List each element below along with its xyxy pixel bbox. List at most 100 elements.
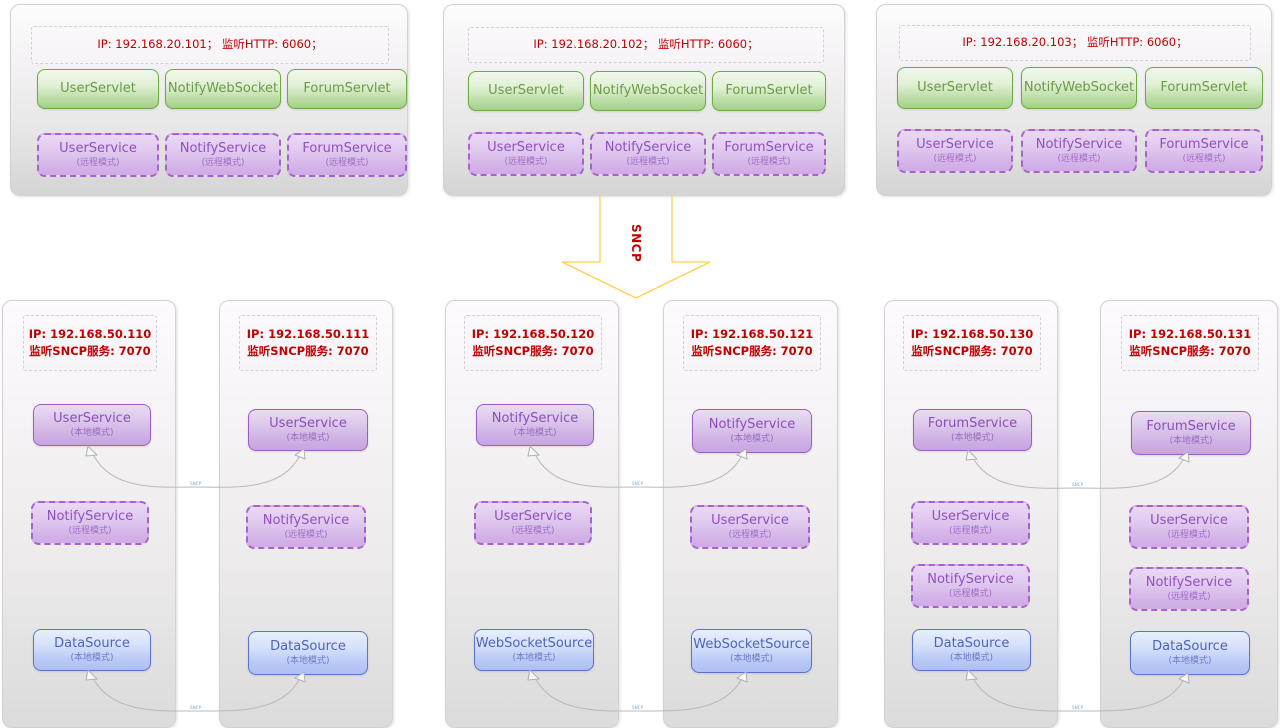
local-service-box[interactable]: UserService (本地模式)	[248, 409, 368, 451]
service-label: NotifyService	[46, 508, 134, 524]
service-label: ForumService	[1159, 136, 1249, 152]
datasource-label: WebSocketSource	[475, 635, 593, 651]
servlet-box[interactable]: NotifyWebSocket	[590, 71, 706, 111]
remote-service-box[interactable]: NotifyService (远程模式)	[31, 501, 149, 545]
service-node-panel-121[interactable]: IP: 192.168.50.121 监听SNCP服务: 7070 Notify…	[663, 300, 838, 728]
datasource-mode: (本地模式)	[70, 653, 114, 664]
service-label: ForumService	[1146, 418, 1236, 434]
remote-service-box[interactable]: UserService (远程模式)	[474, 501, 592, 545]
service-ip-line: IP: 192.168.50.110	[28, 326, 152, 341]
remote-service-box[interactable]: UserService (远程模式)	[897, 129, 1013, 173]
service-label: ForumService	[302, 140, 392, 156]
service-mode: (远程模式)	[1057, 154, 1101, 165]
service-node-header-120: IP: 192.168.50.120 监听SNCP服务: 7070	[464, 315, 602, 371]
sncp-arc-label: SNCP	[1072, 705, 1084, 710]
web-node-header-text: IP: 192.168.20.103； 监听HTTP: 6060；	[962, 35, 1188, 50]
service-ip-line: IP: 192.168.50.111	[246, 326, 370, 341]
local-service-box[interactable]: ForumService (本地模式)	[1131, 411, 1251, 455]
remote-service-box[interactable]: ForumService (远程模式)	[1145, 129, 1263, 173]
service-label: UserService	[59, 140, 137, 156]
web-node-header-1: IP: 192.168.20.101； 监听HTTP: 6060；	[31, 26, 389, 64]
service-node-panel-130[interactable]: IP: 192.168.50.130 监听SNCP服务: 7070 ForumS…	[884, 300, 1058, 728]
service-ip-line: IP: 192.168.50.120	[471, 326, 595, 341]
remote-service-box[interactable]: NotifyService (远程模式)	[165, 133, 281, 177]
service-mode: (本地模式)	[286, 433, 330, 444]
web-node-header-text: IP: 192.168.20.101； 监听HTTP: 6060；	[97, 37, 323, 52]
servlet-box[interactable]: ForumServlet	[712, 71, 826, 111]
service-mode: (远程模式)	[504, 157, 548, 168]
sncp-arc-label: SNCP	[632, 705, 644, 710]
service-mode: (远程模式)	[511, 526, 555, 537]
web-node-panel-3[interactable]: IP: 192.168.20.103； 监听HTTP: 6060； UserSe…	[876, 4, 1272, 196]
remote-service-box[interactable]: UserService (远程模式)	[690, 505, 810, 549]
remote-service-box[interactable]: UserService (远程模式)	[468, 132, 584, 176]
servlet-box[interactable]: NotifyWebSocket	[165, 69, 281, 109]
service-label: NotifyService	[927, 571, 1014, 587]
datasource-box[interactable]: DataSource (本地模式)	[33, 629, 151, 671]
service-label: UserService	[494, 508, 572, 524]
datasource-box[interactable]: WebSocketSource (本地模式)	[474, 629, 594, 671]
service-node-header-131: IP: 192.168.50.131 监听SNCP服务: 7070	[1121, 315, 1259, 371]
service-node-panel-120[interactable]: IP: 192.168.50.120 监听SNCP服务: 7070 Notify…	[445, 300, 619, 728]
remote-service-box[interactable]: ForumService (远程模式)	[712, 132, 826, 176]
service-mode: (本地模式)	[730, 434, 774, 445]
remote-service-box[interactable]: NotifyService (远程模式)	[590, 132, 706, 176]
remote-service-box[interactable]: NotifyService (远程模式)	[1021, 129, 1137, 173]
datasource-box[interactable]: DataSource (本地模式)	[1130, 631, 1250, 675]
service-mode: (远程模式)	[68, 526, 112, 537]
service-node-panel-131[interactable]: IP: 192.168.50.131 监听SNCP服务: 7070 ForumS…	[1100, 300, 1278, 728]
servlet-box[interactable]: ForumServlet	[287, 69, 407, 109]
servlet-label: NotifyWebSocket	[167, 80, 279, 96]
datasource-label: WebSocketSource	[693, 636, 810, 652]
service-label: UserService	[269, 415, 347, 431]
service-node-header-130: IP: 192.168.50.130 监听SNCP服务: 7070	[903, 315, 1041, 371]
local-service-box[interactable]: ForumService (本地模式)	[913, 409, 1032, 451]
servlet-label: NotifyWebSocket	[1023, 79, 1135, 95]
service-mode: (本地模式)	[513, 428, 557, 439]
web-node-panel-1[interactable]: IP: 192.168.20.101； 监听HTTP: 6060； UserSe…	[10, 4, 408, 196]
local-service-box[interactable]: NotifyService (本地模式)	[692, 409, 812, 453]
service-mode: (远程模式)	[76, 158, 120, 169]
web-node-panel-2[interactable]: IP: 192.168.20.102； 监听HTTP: 6060； UserSe…	[443, 4, 845, 196]
service-mode: (远程模式)	[933, 154, 977, 165]
remote-service-box[interactable]: UserService (远程模式)	[1129, 505, 1249, 549]
remote-service-box[interactable]: ForumService (远程模式)	[287, 133, 407, 177]
service-mode: (远程模式)	[728, 530, 772, 541]
service-label: NotifyService	[1145, 574, 1233, 590]
datasource-label: DataSource	[1152, 638, 1228, 654]
service-mode: (本地模式)	[950, 433, 995, 444]
service-node-panel-110[interactable]: IP: 192.168.50.110 监听SNCP服务: 7070 UserSe…	[2, 300, 176, 728]
remote-service-box[interactable]: UserService (远程模式)	[911, 501, 1030, 545]
remote-service-box[interactable]: NotifyService (远程模式)	[1129, 567, 1249, 611]
service-label: NotifyService	[179, 140, 267, 156]
service-port-line: 监听SNCP服务: 7070	[472, 344, 594, 358]
datasource-box[interactable]: DataSource (本地模式)	[248, 631, 368, 675]
sncp-arc-label: SNCP	[190, 705, 202, 710]
datasource-mode: (本地模式)	[1168, 656, 1212, 667]
service-mode: (远程模式)	[284, 530, 328, 541]
datasource-mode: (本地模式)	[512, 653, 556, 664]
datasource-label: DataSource	[54, 635, 130, 651]
servlet-label: UserServlet	[488, 82, 564, 98]
remote-service-box[interactable]: UserService (远程模式)	[37, 133, 159, 177]
sncp-arc-label: SNCP	[632, 481, 644, 486]
service-port-line: 监听SNCP服务: 7070	[911, 344, 1033, 358]
remote-service-box[interactable]: NotifyService (远程模式)	[911, 564, 1030, 608]
servlet-box[interactable]: UserServlet	[897, 67, 1013, 109]
datasource-box[interactable]: WebSocketSource (本地模式)	[691, 629, 812, 673]
servlet-box[interactable]: UserServlet	[37, 69, 159, 109]
servlet-box[interactable]: NotifyWebSocket	[1021, 67, 1137, 109]
servlet-box[interactable]: ForumServlet	[1145, 67, 1263, 109]
local-service-box[interactable]: UserService (本地模式)	[33, 404, 151, 446]
web-node-header-text: IP: 192.168.20.102； 监听HTTP: 6060；	[533, 37, 759, 52]
service-label: NotifyService	[604, 139, 692, 155]
remote-service-box[interactable]: NotifyService (远程模式)	[246, 505, 366, 549]
datasource-box[interactable]: DataSource (本地模式)	[912, 629, 1031, 671]
service-node-panel-111[interactable]: IP: 192.168.50.111 监听SNCP服务: 7070 UserSe…	[219, 300, 393, 728]
servlet-box[interactable]: UserServlet	[468, 71, 584, 111]
service-mode: (远程模式)	[948, 526, 993, 537]
service-mode: (本地模式)	[1169, 436, 1213, 447]
service-label: NotifyService	[708, 416, 796, 432]
service-label: UserService	[53, 410, 131, 426]
local-service-box[interactable]: NotifyService (本地模式)	[476, 404, 594, 446]
